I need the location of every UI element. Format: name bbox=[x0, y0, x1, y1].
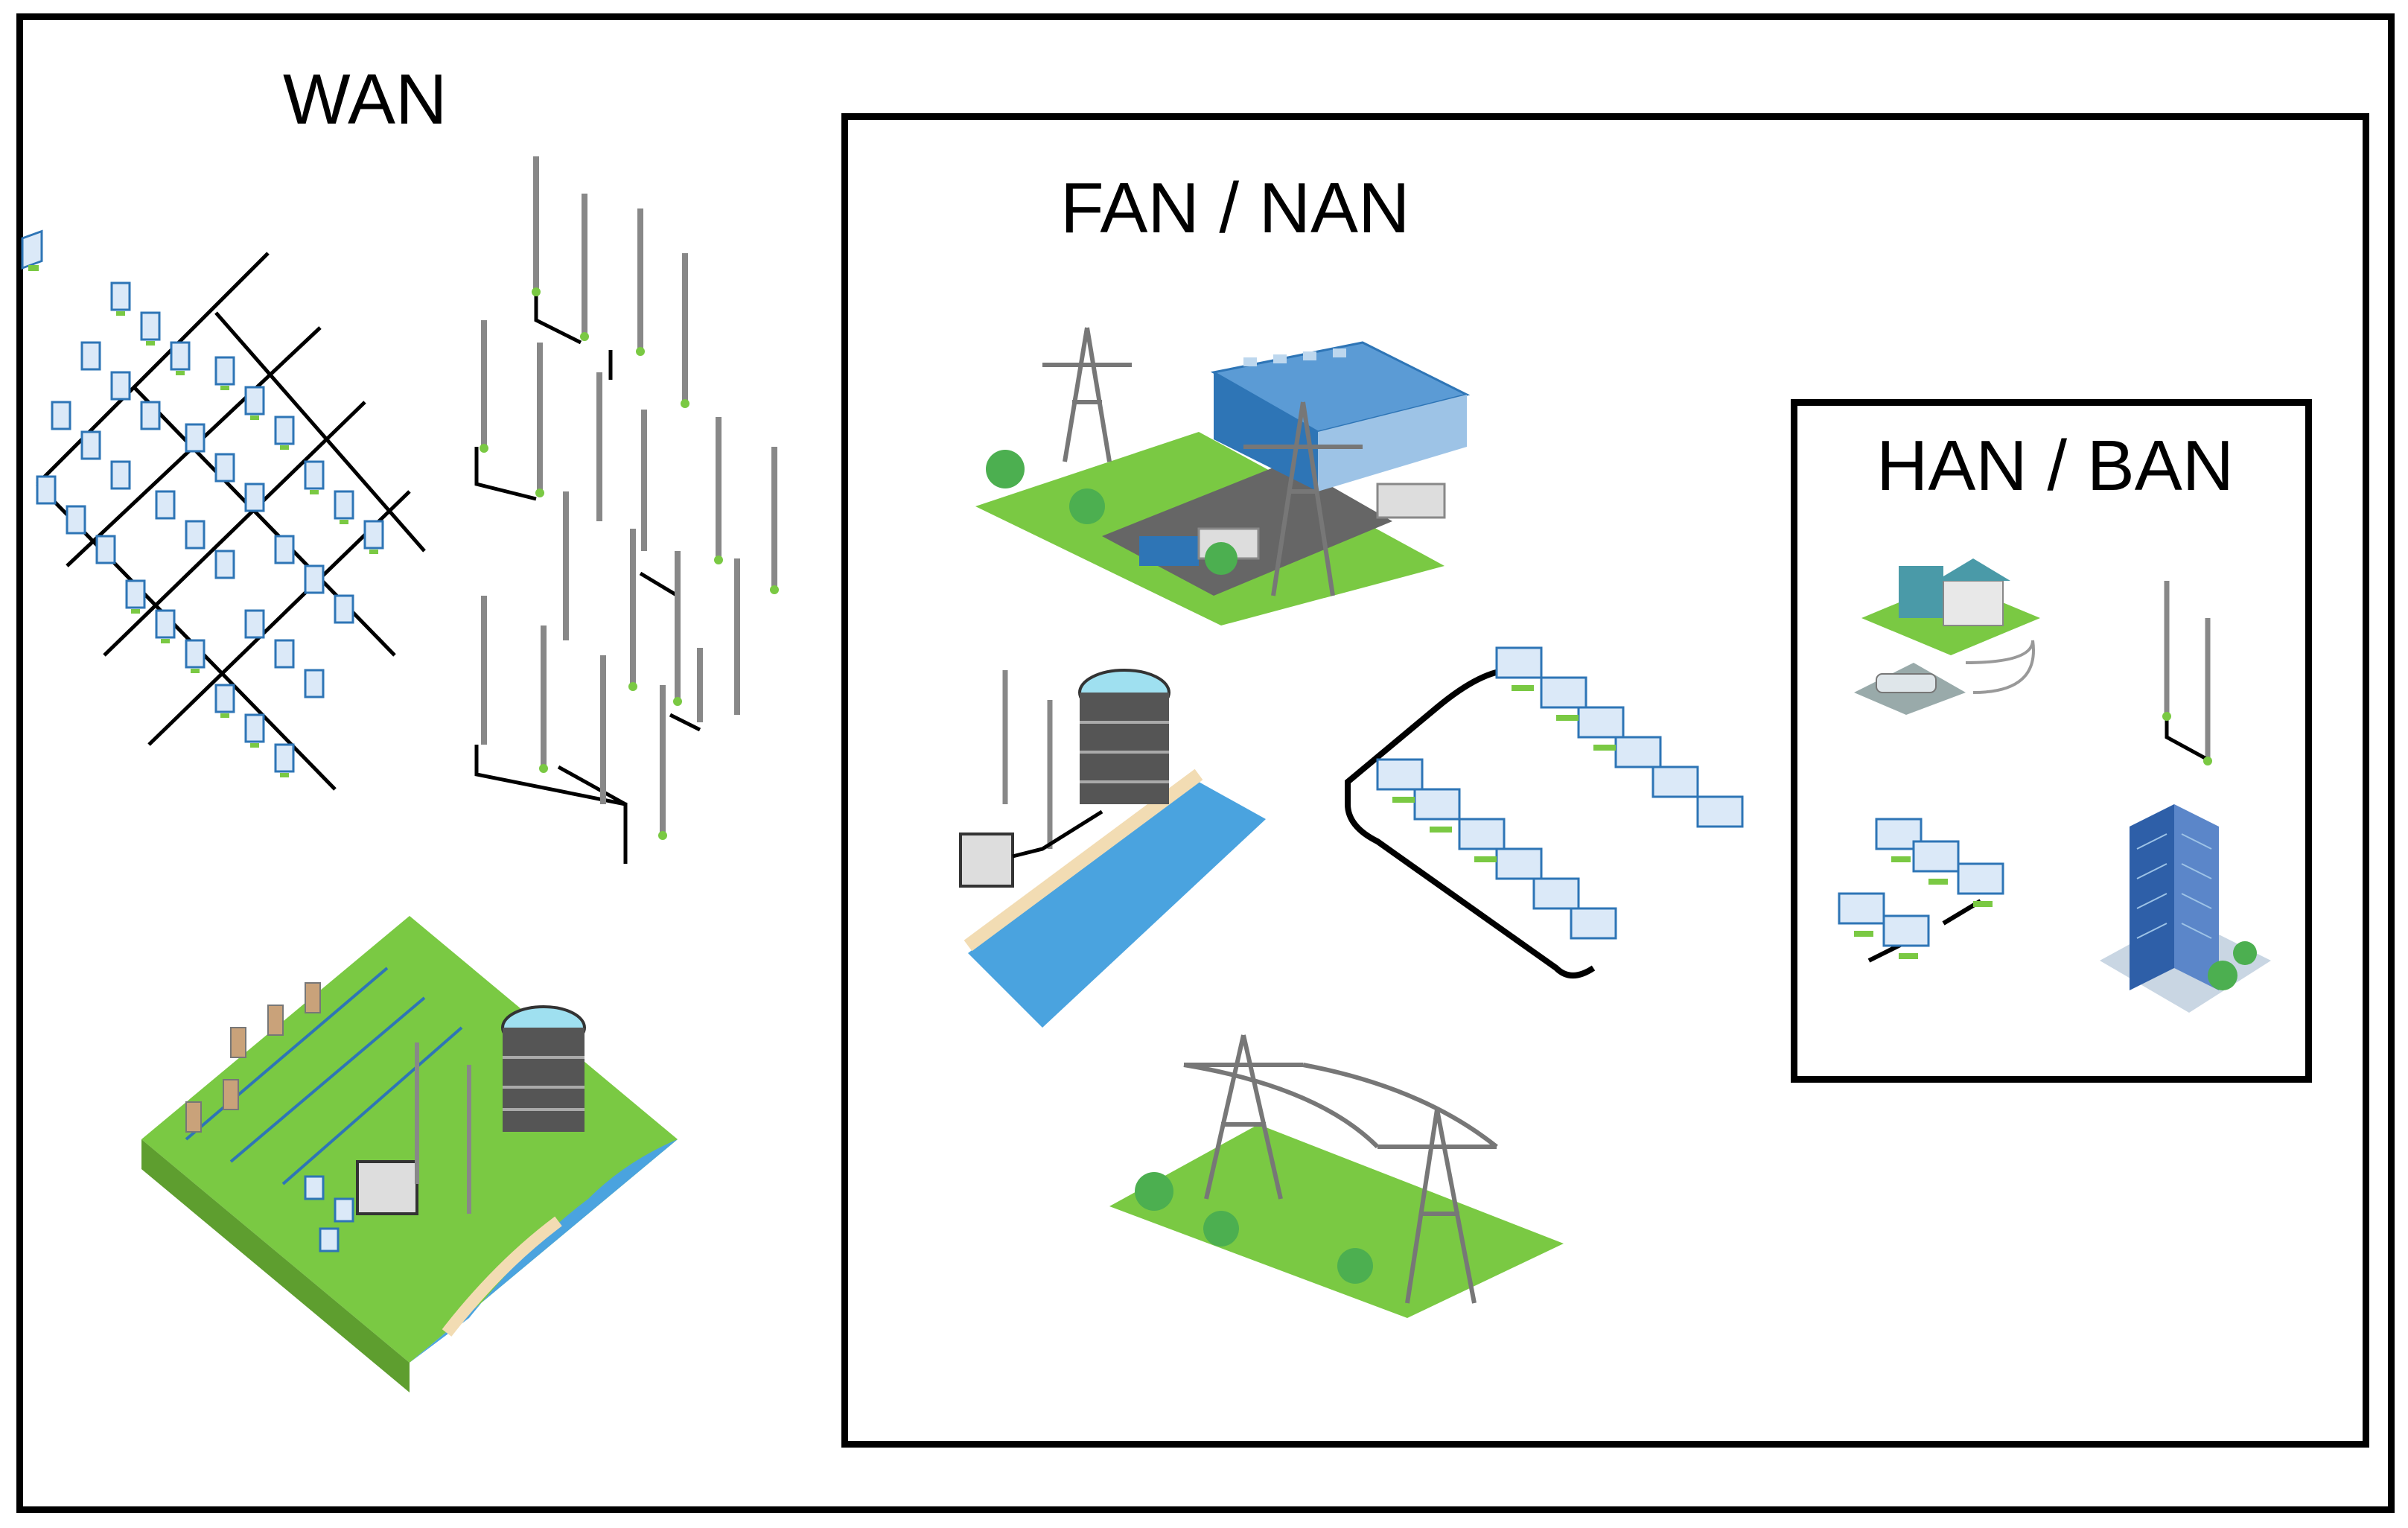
office-building-icon bbox=[2100, 804, 2271, 1013]
substation-warehouse-icon bbox=[975, 327, 1471, 625]
han-ban-label: HAN / BAN bbox=[1876, 426, 2235, 506]
solar-array-icon bbox=[1345, 646, 1744, 978]
han-ban-region bbox=[1791, 399, 2312, 1083]
transmission-towers-icon bbox=[1109, 1034, 1564, 1318]
wan-label: WAN bbox=[283, 60, 447, 139]
rooftop-solar-icon bbox=[1838, 818, 2004, 963]
solar-farm-icon bbox=[21, 229, 426, 791]
fan-nan-region bbox=[841, 113, 2369, 1448]
wind-farm-icon bbox=[474, 156, 779, 864]
fan-nan-label: FAN / NAN bbox=[1060, 168, 1410, 248]
microgrid-water-tower-icon bbox=[141, 916, 678, 1392]
smart-home-ev-icon bbox=[1854, 558, 2040, 715]
wan-region bbox=[16, 13, 2395, 1513]
wind-turbine-icon bbox=[2162, 581, 2212, 765]
water-tower-wind-icon bbox=[959, 669, 1266, 1028]
